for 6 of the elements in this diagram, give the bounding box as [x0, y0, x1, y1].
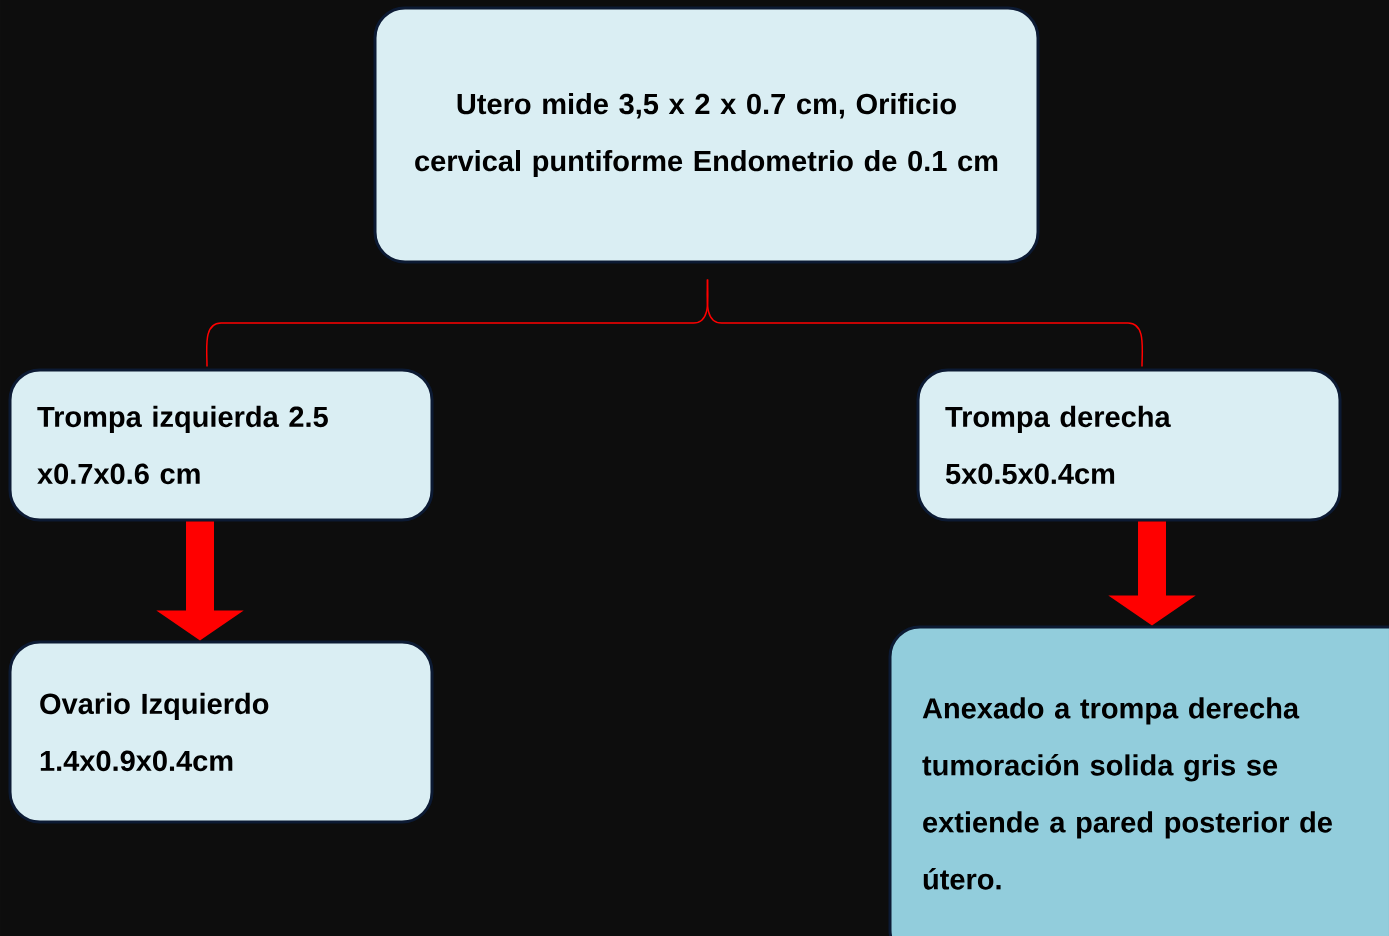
bracket-line	[706, 278, 1144, 368]
process-box: Ovario Izquierdo 1.4x0.9x0.4cm	[8, 640, 434, 824]
process-box: Anexado a trompa derecha tumoración solida gris se extiende a pared posterior de útero.	[888, 625, 1389, 936]
process-box: Trompa derecha 5x0.5x0.4cm	[916, 368, 1342, 522]
process-box: Utero mide 3,5 x 2 x 0.7 cm, Orificio cervical puntiforme Endometrio de 0.1 cm	[373, 6, 1040, 264]
process-box: Trompa izquierda 2.5 x0.7x0.6 cm	[8, 368, 434, 522]
